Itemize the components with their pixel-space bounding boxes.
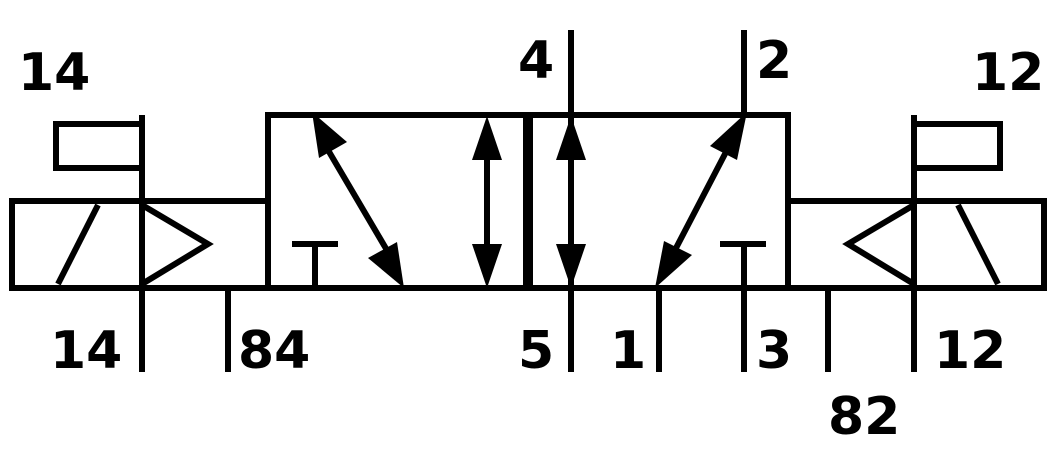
right-envelope-diagonal-arrow-line bbox=[672, 150, 729, 252]
left-pilot-triangle bbox=[140, 202, 214, 287]
label-port-82: 82 bbox=[828, 387, 900, 447]
right-envelope-diagonal-arrowhead-top bbox=[710, 112, 747, 160]
label-port-3: 3 bbox=[756, 321, 792, 381]
left-envelope-diagonal-arrow-line bbox=[325, 148, 391, 254]
label-port-2: 2 bbox=[756, 31, 792, 91]
port-labels: 14 12 4 2 14 84 5 1 3 12 82 bbox=[18, 31, 1044, 447]
left-envelope-diagonal-arrowhead-top bbox=[312, 112, 347, 158]
label-12-top: 12 bbox=[972, 43, 1044, 103]
left-envelope-diagonal-arrowhead-bottom bbox=[368, 242, 404, 288]
label-port-5: 5 bbox=[518, 321, 554, 381]
right-manual-override bbox=[914, 121, 1003, 171]
label-14-bottom: 14 bbox=[50, 321, 122, 381]
right-valve-envelope bbox=[527, 30, 791, 372]
label-port-84: 84 bbox=[238, 321, 310, 381]
right-envelope-diagonal-arrowhead-bottom bbox=[655, 241, 692, 288]
left-envelope-box bbox=[265, 112, 529, 291]
left-envelope-vertical-arrowhead-bottom bbox=[472, 244, 502, 288]
left-manual-override bbox=[53, 121, 142, 171]
right-actuator bbox=[785, 115, 1047, 372]
right-envelope-vertical-arrowhead-top bbox=[556, 116, 586, 160]
label-port-1: 1 bbox=[610, 321, 646, 381]
right-pilot-triangle bbox=[842, 202, 916, 287]
left-valve-envelope bbox=[265, 112, 529, 291]
label-14-top: 14 bbox=[18, 43, 90, 103]
right-solenoid-coil-slash bbox=[955, 203, 1001, 286]
left-solenoid-coil-slash bbox=[55, 203, 101, 286]
left-envelope-vertical-arrowhead-top bbox=[472, 116, 502, 160]
label-port-4: 4 bbox=[518, 31, 554, 91]
label-12-bottom: 12 bbox=[934, 321, 1006, 381]
left-actuator bbox=[9, 115, 271, 372]
right-envelope-vertical-arrowhead-bottom bbox=[556, 244, 586, 288]
